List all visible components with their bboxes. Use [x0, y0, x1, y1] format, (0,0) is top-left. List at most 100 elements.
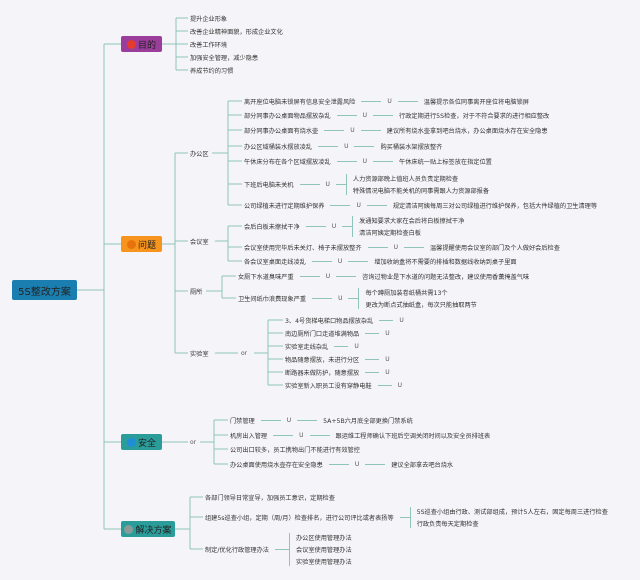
node-text: 会议室使用完毕后未关灯、椅子未摆放整齐 [244, 244, 362, 252]
node-text: 增加收纳盒将不需要的排插和数据线收纳到桌子里面 [374, 258, 517, 266]
goal-item: 提升企业形象 [190, 13, 227, 23]
goal-item: 改善工作环境 [190, 39, 227, 49]
issue-row: 实验室走线杂乱 U [285, 341, 359, 351]
issue-row: 机房出入管理 U 跟运维工程师确认下班后空调关闭时间以及安全员排班表 [230, 430, 490, 440]
node-text: 各部门领导日常宣导，加强员工意识，定期检查 [205, 494, 335, 502]
node-text: 下班后电脑未关机 [244, 181, 294, 189]
node-text: U [385, 368, 390, 376]
node-text: 建议所有烧水壶拿到吧台烧水，办公桌面烧水存在安全隐患 [386, 127, 548, 135]
solution-node[interactable]: 解决方案 [121, 521, 175, 537]
node-text: 离开座位电脑未锁屏有信息安全泄露风险 [244, 98, 356, 106]
node-text: U [387, 97, 392, 105]
node-text: 5A+5B六月底全部更换门禁系统 [323, 417, 413, 425]
toilet-label: 厕所 [190, 286, 202, 296]
node-text: 行政定期进行5S检查，对于不符合要求的进行相应整改 [399, 112, 550, 120]
lab-label: 实验室 [190, 348, 209, 358]
node-text: 公司出口较多，员工携物出门不能进行有效管控 [230, 446, 360, 454]
node-text: 温馨提示各位同事离开座位将电脑锁屏 [423, 98, 529, 106]
node-text: U [338, 294, 343, 302]
problem-node[interactable]: 问题 [121, 236, 162, 252]
issue-row: 部分同事办公桌面有烧水壶 U 建议所有烧水壶拿到吧台烧水，办公桌面烧水存在安全隐患 [244, 125, 548, 135]
problem-label: 问题 [137, 240, 156, 251]
solution-label: 解决方案 [135, 525, 172, 536]
node-text: 物品随意摆放，未进行分区 [285, 356, 360, 364]
node-text: 5S巡查小组由行政、测试部组成，预计5人左右，固定每周三进行检查 [416, 508, 608, 516]
issue-row: 女厕下水道臭味严重 U 咨询过物业是下水道的问题无法整改，建议使用香薰掩盖气味 [238, 271, 529, 281]
node-text: 更改为断点式抽纸盒，每次只能抽取两节 [365, 301, 477, 309]
issue-row: 实验室新入职员工没有穿静电鞋 U [285, 380, 402, 390]
node-text: U [354, 342, 359, 350]
node-text: 办公区域桶装水摆放凌乱 [244, 143, 313, 151]
priority-icon [126, 39, 136, 49]
node-text: or [241, 349, 248, 357]
node-text: 每个蹲厕加装卷纸桶共需13个 [365, 289, 448, 297]
node-text: U [354, 460, 360, 468]
node-text: 行政负责每天定期检查 [416, 520, 479, 528]
node-text: U [331, 222, 337, 230]
node-text: 实验室新入职员工没有穿静电鞋 [285, 382, 372, 390]
priority-icon [126, 437, 136, 447]
node-text: 实验室使用管理办法 [295, 558, 352, 566]
node-text: U [397, 381, 403, 389]
node-text: 部分同事办公桌面有烧水壶 [244, 127, 319, 135]
node-text: 南边厕所门口走道堆满物品 [285, 330, 360, 338]
node-text: U [350, 126, 355, 134]
node-text: 清洁阿姨定期检查白板 [359, 229, 421, 237]
node-text: U [385, 355, 390, 363]
node-text: 跟运维工程师确认下班后空调关闭时间以及安全员排班表 [335, 432, 491, 440]
node-text: 实验室走线杂乱 [285, 343, 329, 351]
node-text: U [325, 180, 330, 188]
node-text: 改善工作环境 [190, 41, 228, 49]
node-text: 建议全部拿去吧台烧水 [391, 461, 454, 469]
node-text: 部分同事办公桌面物品摆放杂乱 [244, 112, 331, 120]
node-text: U [325, 272, 331, 280]
goal-label: 目的 [137, 40, 156, 51]
node-text: 特殊情况电脑不能关机的同事需跟人力资源部报备 [352, 187, 490, 195]
node-text: 办公区 [190, 150, 209, 158]
priority-icon [124, 524, 134, 534]
node-text: U [337, 257, 343, 265]
issue-row: 离开座位电脑未锁屏有信息安全泄露风险 U 温馨提示各位同事离开座位将电脑锁屏 [244, 96, 529, 106]
goal-node[interactable]: 目的 [121, 36, 162, 52]
or-label: or [241, 348, 247, 358]
root-label: 5S整改方案 [18, 286, 71, 298]
goal-item: 加强安全管理，减少隐患 [190, 52, 258, 62]
node-text: 办公区使用管理办法 [295, 534, 352, 542]
goal-item: 改善企业精神面貌，形成企业文化 [190, 26, 283, 36]
root-node[interactable]: 5S整改方案 [12, 280, 77, 300]
office-label: 办公区 [190, 148, 209, 158]
node-text: U [299, 431, 304, 439]
node-text: 机房出入管理 [230, 432, 268, 440]
node-text: 购买桶装水架摆放整齐 [380, 143, 443, 151]
issue-row: 下班后电脑未关机 U 人力资源部晚上值班人员负责定期检查特殊情况电脑不能关机的同事需… [244, 172, 489, 196]
issue-row: 物品随意摆放，未进行分区 U [285, 354, 390, 364]
or-label: or [190, 437, 196, 447]
safety-node[interactable]: 安全 [121, 434, 162, 450]
node-text: 女厕下水道臭味严重 [238, 273, 294, 281]
node-text: 咨询过物业是下水道的问题无法整改，建议使用香薰掩盖气味 [362, 273, 530, 281]
node-text: 各会议室桌面走线凌乱 [244, 258, 306, 266]
node-text: 公司绿植未进行定期维护保养 [244, 202, 325, 210]
node-text: 厕所 [190, 288, 203, 296]
node-text: or [190, 438, 197, 446]
node-text: 实验室 [190, 350, 209, 358]
node-text: 会议室 [190, 238, 209, 246]
node-text: 会后白板未擦拭干净 [244, 223, 300, 231]
goal-item: 养成节约的习惯 [190, 65, 233, 75]
node-text: 人力资源部晚上值班人员负责定期检查 [352, 175, 459, 183]
node-text: 提升企业形象 [190, 15, 228, 23]
issue-row: 卫生间纸巾浪费现象严重 U 每个蹲厕加装卷纸桶共需13个更改为断点式抽纸盒，每次只能… [238, 286, 477, 310]
node-text: 卫生间纸巾浪费现象严重 [238, 295, 307, 303]
